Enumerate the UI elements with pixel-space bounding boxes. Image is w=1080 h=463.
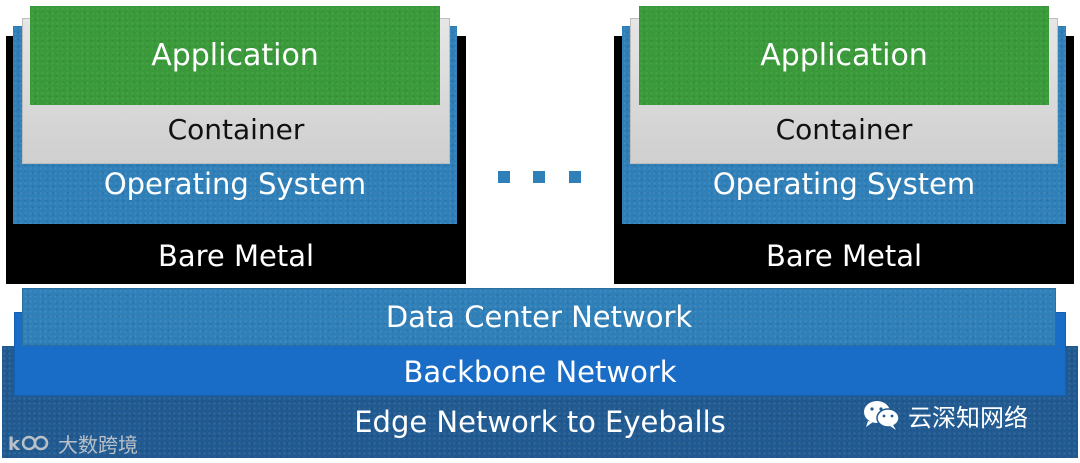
- watermark-right: 云深知网络: [862, 398, 1062, 432]
- application-label: Application: [760, 37, 928, 73]
- data-center-network-layer: [22, 288, 1056, 346]
- bare-metal-label: Bare Metal: [157, 239, 315, 273]
- ellipsis-dot: [498, 171, 510, 183]
- watermark-right-text: 云深知网络: [908, 403, 1028, 432]
- edge-network-label: Edge Network to Eyeballs: [354, 405, 726, 439]
- ellipsis-dot: [533, 171, 545, 183]
- watermark-left: k 大数跨境: [8, 428, 158, 458]
- ellipsis-dot: [569, 171, 581, 183]
- right-stack: Bare Metal Operating System Container Ap…: [610, 0, 1080, 288]
- application-label: Application: [151, 37, 319, 73]
- left-stack: Bare Metal Operating System Container Ap…: [0, 0, 470, 288]
- application-layer: [639, 6, 1049, 105]
- svg-text:k: k: [8, 434, 21, 455]
- container-label: Container: [775, 112, 913, 146]
- watermark-left-text: 大数跨境: [58, 432, 138, 457]
- bare-metal-label: Bare Metal: [765, 239, 923, 273]
- application-layer: [30, 6, 440, 105]
- operating-system-label: Operating System: [103, 167, 367, 201]
- wechat-icon: [864, 401, 900, 430]
- data-center-network-label: Data Center Network: [385, 300, 693, 334]
- container-label: Container: [167, 112, 305, 146]
- brand-logo-icon: k: [8, 434, 49, 455]
- backbone-network-label: Backbone Network: [403, 355, 677, 389]
- operating-system-label: Operating System: [712, 167, 976, 201]
